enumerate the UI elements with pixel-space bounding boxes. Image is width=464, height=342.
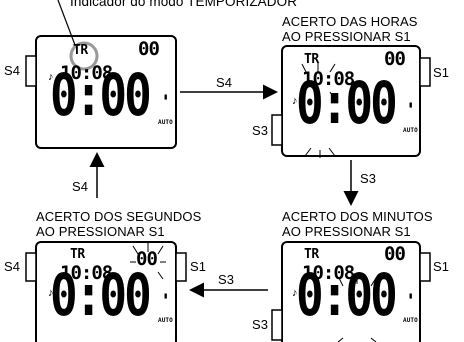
watch-3-big-time: 0:00	[296, 261, 398, 329]
watch-4-s1-button	[175, 252, 187, 282]
watch-1-s4-label: S4	[4, 63, 21, 78]
watch-1-clock: 10:08	[60, 62, 113, 84]
watch-2-mode-text: TR	[304, 52, 319, 67]
watch-4-mode-text: TR	[70, 247, 85, 262]
watch-4-clock: 10:08	[60, 262, 113, 284]
watch-3-mode-text: TR	[304, 247, 319, 262]
watch-2-big-time: 0:00	[296, 69, 398, 137]
watch-2-frame	[281, 45, 421, 157]
watch-4: ♪	[25, 241, 187, 342]
watch-4-big-time: 0:00	[50, 261, 152, 329]
caption-seconds-line2: AO PRESSIONAR S1	[36, 224, 165, 239]
watch-4-auto: AUTO	[158, 317, 173, 324]
arrow-label-s4-left: S4	[72, 179, 89, 194]
watch-1-mode-text: TR	[73, 43, 88, 58]
watch-4-s4-button	[25, 252, 37, 282]
watch-2-apostrophe: '	[405, 99, 416, 121]
watch-2-seconds-small: 00	[384, 48, 406, 70]
watch-1-big-time: 0:00	[50, 61, 152, 129]
caption-minutes-line2: AO PRESSIONAR S1	[282, 224, 411, 239]
top-caption: Indicador do modo TEMPORIZADOR	[70, 0, 298, 9]
watch-1-ring-icon: ♪	[48, 71, 54, 83]
watch-4-apostrophe: '	[160, 290, 171, 312]
watch-4-seconds-small: 00	[136, 248, 158, 270]
watch-1-s4-button	[25, 55, 37, 87]
watch-3-apostrophe: '	[405, 290, 416, 312]
watch-2-ring-icon: ♪	[292, 95, 298, 107]
indicator-leader-line	[57, 0, 76, 46]
watch-1-auto: AUTO	[158, 119, 173, 126]
watch-3-ring-icon: ♪	[292, 287, 298, 299]
watch-4-s1-label: S1	[190, 259, 207, 274]
watch-2-auto: AUTO	[403, 127, 418, 134]
watch-4-ring-icon: ♪	[48, 287, 54, 299]
watch-1-seconds-small: 00	[138, 38, 160, 60]
watch-3-seconds-small: 00	[384, 243, 406, 265]
caption-hours-line1: ACERTO DAS HORAS	[282, 14, 418, 29]
watch-1: ♪	[25, 0, 177, 149]
watch-2-s3-label: S3	[252, 123, 269, 138]
watch-2-s1-button	[419, 57, 431, 87]
watch-3-s1-label: S1	[433, 259, 450, 274]
caption-minutes-line1: ACERTO DOS MINUTOS	[282, 209, 433, 224]
seconds-blink-rays	[130, 243, 166, 280]
hours-blink-rays	[300, 62, 336, 158]
arrow-label-s3-bottom: S3	[218, 272, 235, 287]
minutes-blink-rays	[337, 274, 377, 342]
mode-indicator-circle	[69, 41, 99, 71]
watch-3-frame	[281, 241, 421, 342]
watch-3-clock: 10:08	[302, 262, 355, 284]
watch-2-s3-button	[271, 114, 283, 146]
watch-2: ♪	[271, 45, 431, 158]
watch-1-apostrophe: '	[160, 91, 171, 113]
caption-seconds-line1: ACERTO DOS SEGUNDOS	[36, 209, 202, 224]
watch-3-s1-button	[419, 252, 431, 282]
watch-2-s1-label: S1	[433, 65, 450, 80]
watch-3-auto: AUTO	[403, 317, 418, 324]
watch-2-clock: 10:08	[302, 68, 355, 90]
watch-3-s3-label: S3	[252, 317, 269, 332]
watch-3-s3-button	[271, 309, 283, 341]
watch-1-frame	[35, 35, 177, 149]
arrow-label-s4-top: S4	[216, 75, 233, 90]
watch-4-s4-label: S4	[4, 259, 21, 274]
watch-3: ♪	[271, 241, 431, 342]
caption-hours-line2: AO PRESSIONAR S1	[282, 29, 411, 44]
watch-4-frame	[35, 241, 177, 342]
arrow-label-s3-right: S3	[360, 171, 377, 186]
